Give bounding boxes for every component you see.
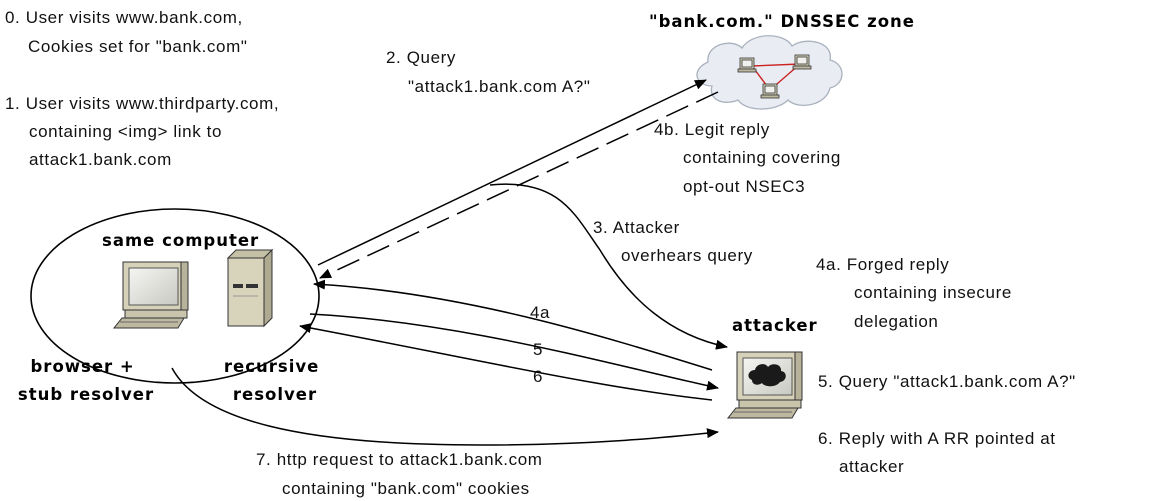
step-3-text: 3. Attacker overhears query [593, 218, 753, 265]
http-request-arrow [171, 367, 719, 446]
same-computer-label: same computer [102, 231, 259, 250]
cloud-icon [696, 35, 843, 110]
network-computer-icon [760, 83, 780, 99]
attacker-label: attacker [732, 316, 818, 335]
forged-reply-arrow [313, 279, 713, 371]
dark-cloud-icon [748, 364, 786, 387]
arrow-6-label: 6 [533, 367, 543, 386]
arrow-5-label: 5 [533, 340, 543, 359]
network-computer-icon [792, 54, 812, 70]
zone-label: "bank.com." DNSSEC zone [649, 12, 915, 31]
step-5-text: 5. Query "attack1.bank.com A?" [818, 372, 1076, 391]
step-7-text: 7. http request to attack1.bank.com cont… [256, 450, 548, 498]
recursive-label: recursive resolver [224, 357, 326, 404]
attacker-computer-icon [726, 351, 803, 419]
server-tower-icon [226, 248, 274, 328]
browser-label: browser + stub resolver [18, 357, 154, 404]
arrow-4a-label: 4a [530, 303, 550, 322]
step-6-text: 6. Reply with A RR pointed at attacker [818, 429, 1061, 476]
reply-6-arrow [299, 323, 713, 401]
same-computer-ellipse [30, 208, 320, 384]
step-0-text: 0. User visits www.bank.com, Cookies set… [5, 8, 248, 56]
query-5-arrow [309, 313, 719, 391]
step-4b-text: 4b. Legit reply containing covering opt-… [654, 120, 846, 196]
step-4a-text: 4a. Forged reply containing insecure del… [816, 255, 1017, 331]
query-arrow [317, 79, 707, 266]
desktop-computer-icon [112, 261, 189, 329]
overhear-arrow [489, 183, 728, 350]
network-computer-icon [737, 57, 757, 73]
step-2-text: 2. Query "attack1.bank.com A?" [386, 48, 590, 96]
step-1-text: 1. User visits www.thirdparty.com, conta… [5, 94, 285, 169]
